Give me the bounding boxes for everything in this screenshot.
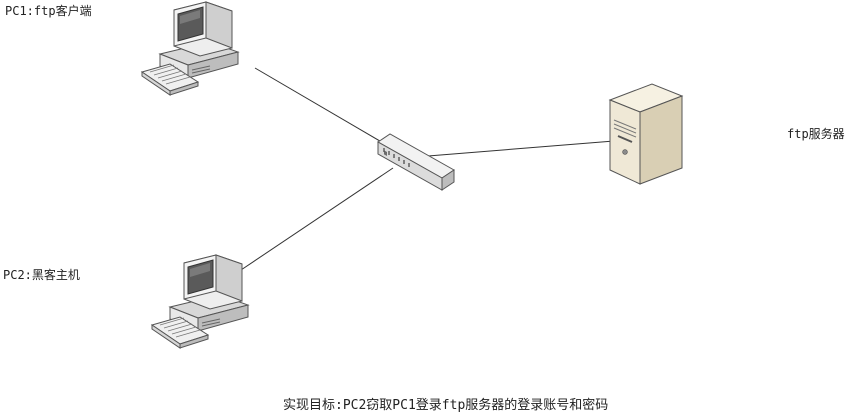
network-switch-icon bbox=[377, 133, 455, 191]
tower-server-icon bbox=[608, 83, 684, 185]
pc1-computer-icon bbox=[140, 1, 240, 96]
link-pc2-switch bbox=[237, 167, 394, 273]
link-switch-server bbox=[427, 140, 615, 157]
pc2-computer-icon bbox=[150, 254, 250, 349]
pc1-label: PC1:ftp客户端 bbox=[5, 4, 92, 18]
connection-lines bbox=[237, 67, 615, 273]
server-label: ftp服务器 bbox=[787, 127, 845, 141]
goal-caption: 实现目标:PC2窃取PC1登录ftp服务器的登录账号和密码 bbox=[283, 398, 609, 413]
pc2-label: PC2:黑客主机 bbox=[3, 268, 80, 282]
link-pc1-switch bbox=[254, 67, 386, 145]
